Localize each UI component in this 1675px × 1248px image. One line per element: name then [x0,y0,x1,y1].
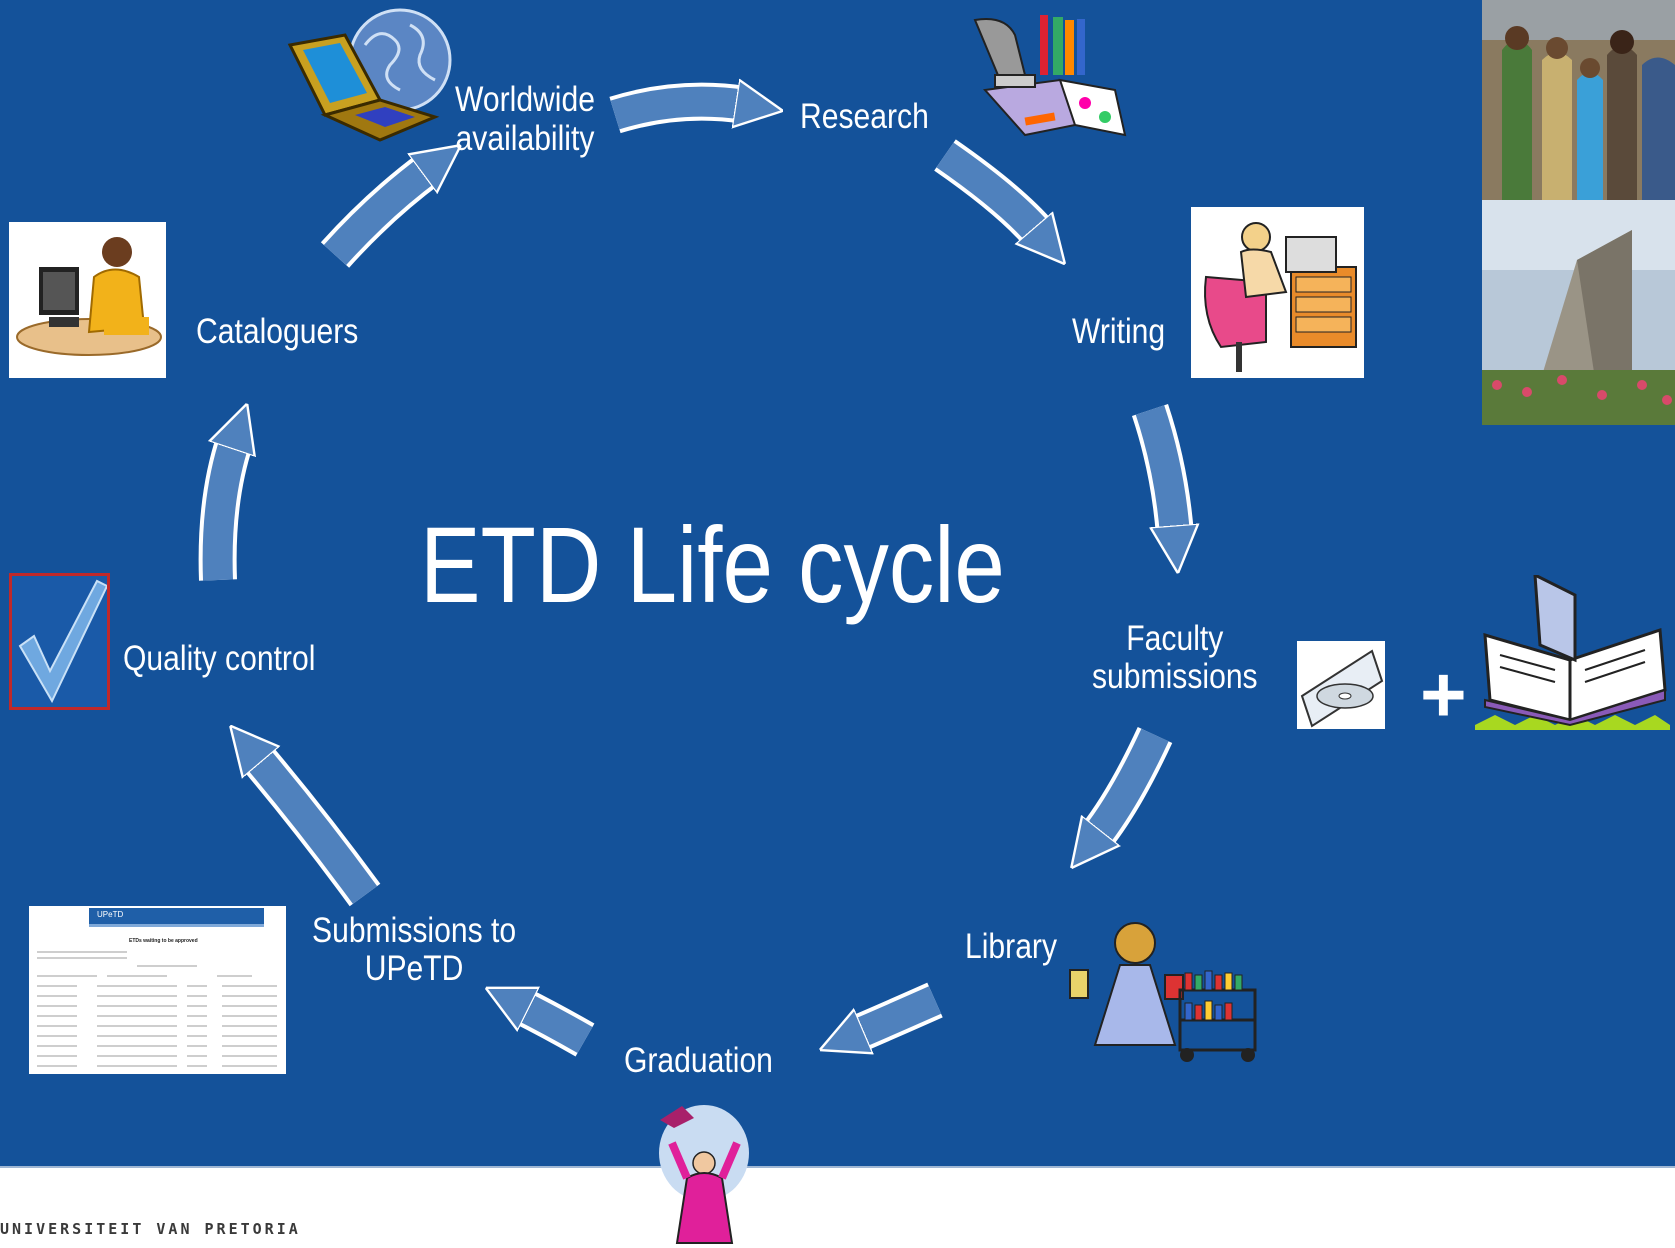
upetd-banner-strip [89,924,264,927]
label-faculty-submissions: Faculty submissions [1092,619,1258,696]
label-quality-control: Quality control [123,639,316,678]
cd-picture-frame [1297,641,1385,729]
cataloguer-picture-frame [9,222,166,378]
quality-check-frame [9,573,110,710]
cataloguer-at-computer-icon [16,237,162,356]
label-cataloguers: Cataloguers [196,312,359,351]
library-reader-icon [1069,922,1257,1062]
upetd-heading: ETDs waiting to be approved [129,938,198,944]
cycle-arrows [198,0,1675,1057]
campus-photos [1482,0,1675,425]
label-worldwide-availability: Worldwide availability [455,80,595,158]
microscope-icon [973,15,1127,137]
upetd-banner-title: UPeTD [97,910,124,919]
upetd-banner: UPeTD [89,908,264,924]
plus-sign: + [1420,650,1467,739]
open-book-icon [1475,575,1670,730]
cd-case-icon [1300,649,1384,728]
checkmark-icon [18,579,109,704]
university-name: UNIVERSITEIT VAN PRETORIA [0,1220,301,1238]
label-graduation: Graduation [624,1041,773,1080]
label-writing: Writing [1072,312,1166,351]
upetd-screenshot: UPeTD ETDs waiting to be approved [29,906,286,1074]
footer [0,1168,1675,1248]
label-research: Research [800,97,929,136]
label-submissions-to-upetd: Submissions to UPeTD [312,911,517,988]
upetd-table-lines [37,951,277,1067]
globe-laptop-icon [287,8,452,142]
writer-at-desk-icon [1204,222,1357,372]
diagram-title: ETD Life cycle [420,504,1005,625]
writing-picture-frame [1191,207,1364,378]
label-library: Library [965,927,1058,966]
graduate-icon [659,1105,749,1244]
footer-divider [0,1166,1675,1169]
campus-photo-strip [1482,0,1675,425]
